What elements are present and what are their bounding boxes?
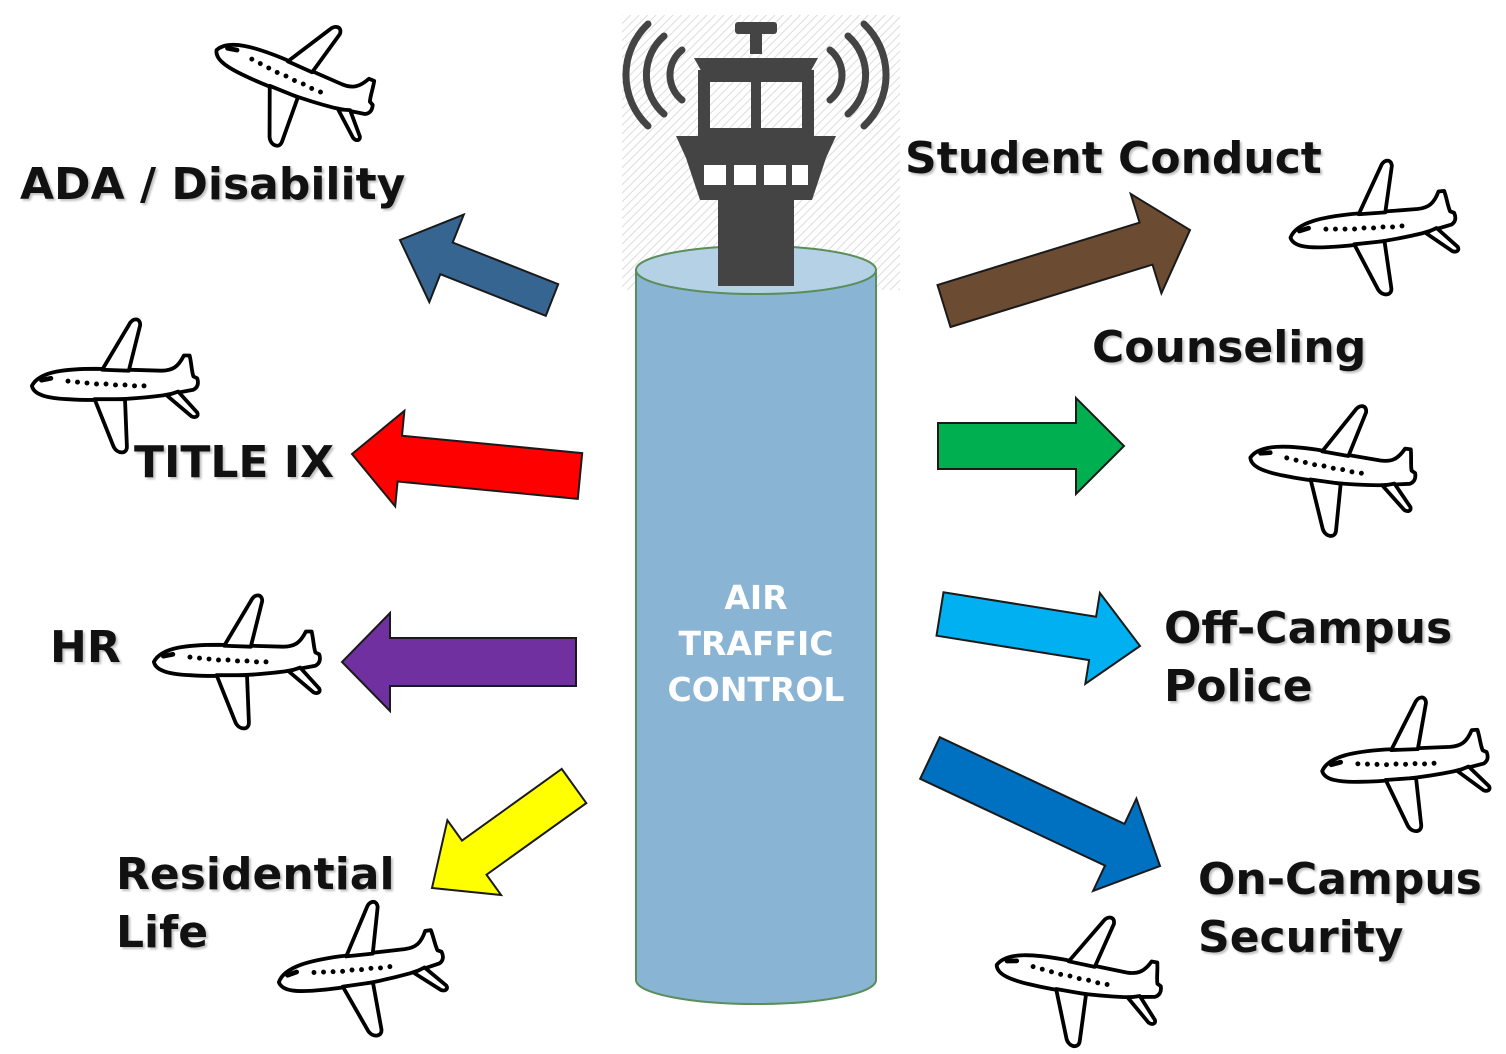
label-residential-life-line-1: Residential [116,849,395,900]
arrow-to-ada [398,212,560,318]
label-on-campus-security: On-Campus Security [1198,851,1482,967]
arrow-to-on-campus [918,735,1162,893]
tower-cylinder [635,245,877,1005]
airplane-icon [1241,392,1424,547]
arrow-to-off-campus [935,590,1142,686]
label-on-campus-security-line-2: Security [1198,912,1404,963]
label-title-ix: TITLE IX [134,437,335,488]
label-residential-life-line-2: Life [116,907,209,958]
label-student-conduct: Student Conduct [905,133,1322,184]
label-off-campus-police: Off-Campus Police [1164,600,1452,716]
arrow-to-residential [430,767,588,897]
arrow-to-hr [340,610,577,714]
tower-label: AIR TRAFFIC CONTROL [636,575,876,713]
arrow-to-student-conduct [936,191,1192,329]
label-on-campus-security-line-1: On-Campus [1198,854,1482,905]
control-tower-icon [622,20,890,286]
airplane-icon [192,0,396,174]
arrow-to-title-ix [350,408,584,509]
label-off-campus-police-line-1: Off-Campus [1164,603,1453,654]
tower-label-line-2: TRAFFIC [678,624,834,663]
airplane-icon [154,595,320,728]
label-hr: HR [50,622,121,673]
airplane-icon [985,900,1172,1049]
arrow-to-counseling [937,395,1126,497]
label-off-campus-police-line-2: Police [1164,661,1313,712]
airplane-icon [32,319,198,452]
label-residential-life: Residential Life [116,846,395,962]
tower-label-line-3: CONTROL [667,670,845,709]
label-ada-disability: ADA / Disability [20,159,406,210]
tower-label-line-1: AIR [724,578,788,617]
label-counseling: Counseling [1092,322,1367,373]
